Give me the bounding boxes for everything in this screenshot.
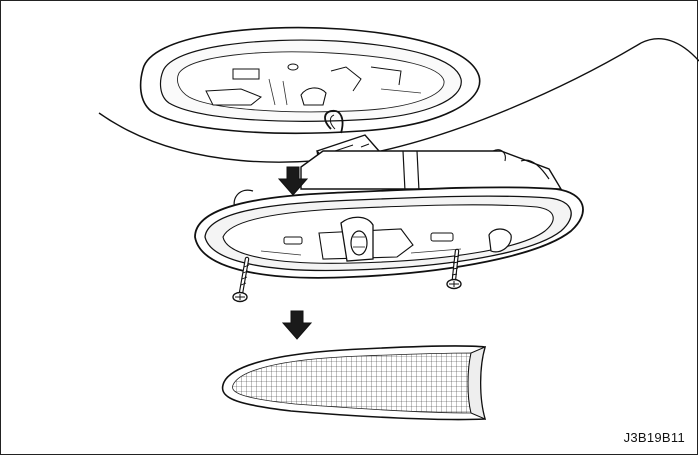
mounting-screw-right bbox=[446, 248, 462, 290]
mounting-screw-left bbox=[232, 256, 250, 303]
headliner-opening bbox=[139, 26, 481, 135]
lamp-lens bbox=[221, 345, 487, 421]
down-arrow-icon bbox=[281, 310, 313, 340]
dome-lamp-housing bbox=[194, 149, 584, 279]
figure-code-label: J3B19B11 bbox=[623, 430, 685, 445]
down-arrow-icon bbox=[277, 166, 309, 196]
